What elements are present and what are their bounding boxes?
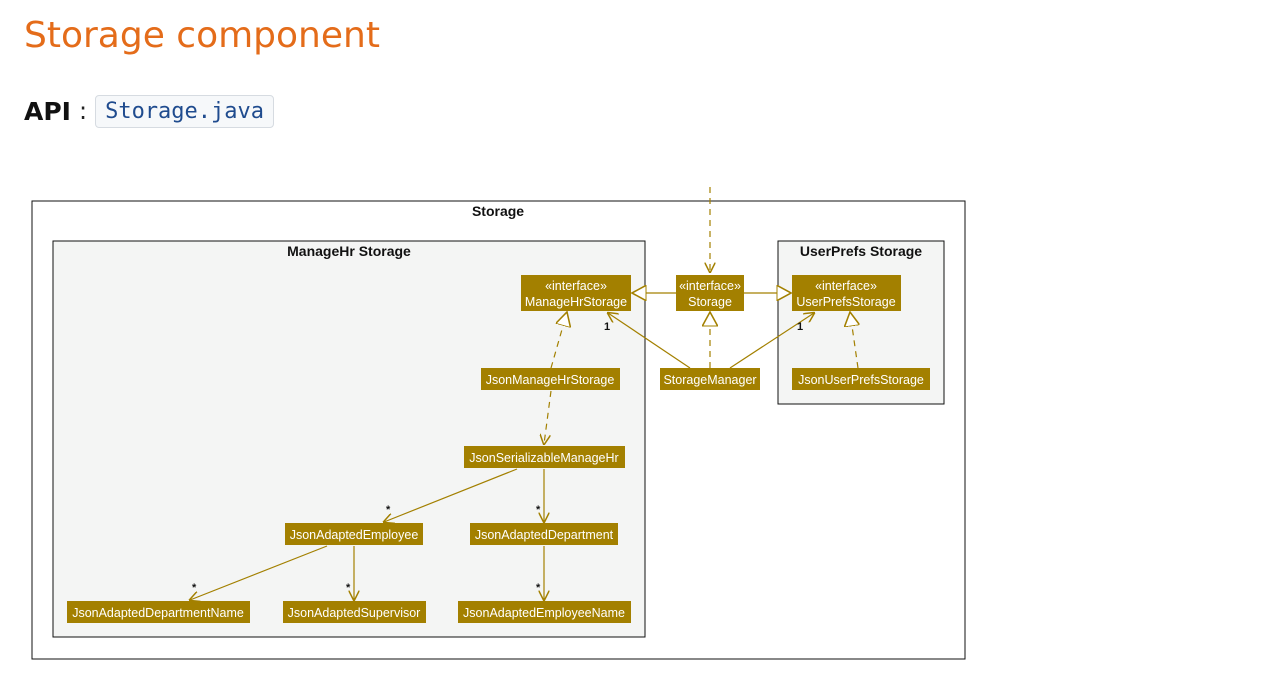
manager-to-userprefs-edge	[729, 313, 814, 369]
multiplicity-label: *	[192, 582, 197, 594]
multiplicity-label: *	[536, 504, 541, 516]
class-storage-manager[interactable]: StorageManager	[660, 368, 760, 390]
class-managehr-storage[interactable]: «interface» ManageHrStorage	[521, 275, 631, 311]
class-name: ManageHrStorage	[525, 295, 627, 309]
class-name: JsonAdaptedDepartment	[475, 528, 614, 542]
api-separator: :	[78, 97, 88, 125]
page-title: Storage component	[24, 15, 380, 56]
json-managehr-uses-serializable-edge	[544, 390, 552, 444]
class-storage[interactable]: «interface» Storage	[676, 275, 744, 311]
api-row: API : Storage.java	[24, 92, 275, 130]
serializable-to-employee-edge	[384, 468, 518, 522]
class-name: StorageManager	[663, 373, 756, 387]
api-file-link[interactable]: Storage.java	[95, 94, 275, 128]
class-name: Storage	[688, 295, 732, 309]
class-json-adapted-employee-name[interactable]: JsonAdaptedEmployeeName	[458, 601, 631, 623]
managehr-storage-package-title: ManageHr Storage	[287, 243, 411, 259]
json-userprefs-realizes-edge	[850, 312, 858, 369]
class-name: JsonAdaptedSupervisor	[288, 606, 421, 620]
multiplicity-label: 1	[797, 321, 803, 333]
class-json-adapted-department-name[interactable]: JsonAdaptedDepartmentName	[67, 601, 250, 623]
api-label: API	[24, 96, 71, 126]
storage-package-title: Storage	[472, 203, 524, 219]
class-userprefs-storage[interactable]: «interface» UserPrefsStorage	[792, 275, 901, 311]
class-json-serializable-managehr[interactable]: JsonSerializableManageHr	[464, 446, 625, 468]
stereotype-label: «interface»	[815, 279, 877, 293]
class-json-adapted-employee[interactable]: JsonAdaptedEmployee	[285, 523, 423, 545]
class-name: UserPrefsStorage	[796, 295, 895, 309]
class-json-adapted-department[interactable]: JsonAdaptedDepartment	[470, 523, 618, 545]
multiplicity-label: *	[386, 504, 391, 516]
class-json-userprefs-storage[interactable]: JsonUserPrefsStorage	[792, 368, 930, 390]
employee-to-department-name-edge	[190, 545, 328, 600]
class-name: JsonAdaptedEmployee	[290, 528, 419, 542]
class-name: JsonAdaptedEmployeeName	[463, 606, 625, 620]
class-json-adapted-supervisor[interactable]: JsonAdaptedSupervisor	[283, 601, 426, 623]
multiplicity-labels: 1 1 * * * * *	[192, 321, 803, 594]
json-managehr-realizes-edge	[550, 312, 567, 369]
class-name: JsonManageHrStorage	[486, 373, 615, 387]
class-json-managehr-storage[interactable]: JsonManageHrStorage	[481, 368, 620, 390]
class-name: JsonAdaptedDepartmentName	[72, 606, 244, 620]
manager-to-managehr-edge	[608, 313, 691, 369]
class-name: JsonUserPrefsStorage	[798, 373, 924, 387]
multiplicity-label: *	[346, 582, 351, 594]
class-name: JsonSerializableManageHr	[469, 451, 618, 465]
userprefs-storage-package-title: UserPrefs Storage	[800, 243, 922, 259]
stereotype-label: «interface»	[545, 279, 607, 293]
stereotype-label: «interface»	[679, 279, 741, 293]
multiplicity-label: 1	[604, 321, 610, 333]
diagram-edges	[190, 187, 858, 600]
multiplicity-label: *	[536, 582, 541, 594]
